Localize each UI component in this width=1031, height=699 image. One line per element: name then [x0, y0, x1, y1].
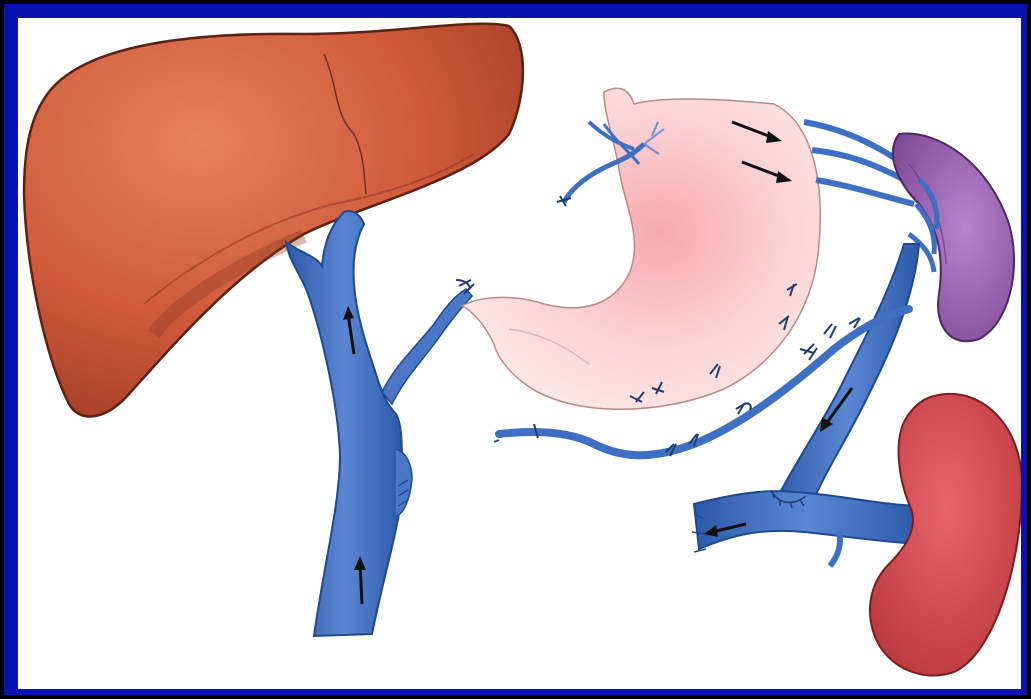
- liver: [24, 24, 523, 417]
- portal-venous-diagram: [18, 18, 1021, 689]
- portal-vein: [286, 211, 474, 636]
- ligature-icon: [456, 280, 474, 294]
- figure-border: [4, 4, 1027, 695]
- diagram-canvas: [18, 18, 1021, 689]
